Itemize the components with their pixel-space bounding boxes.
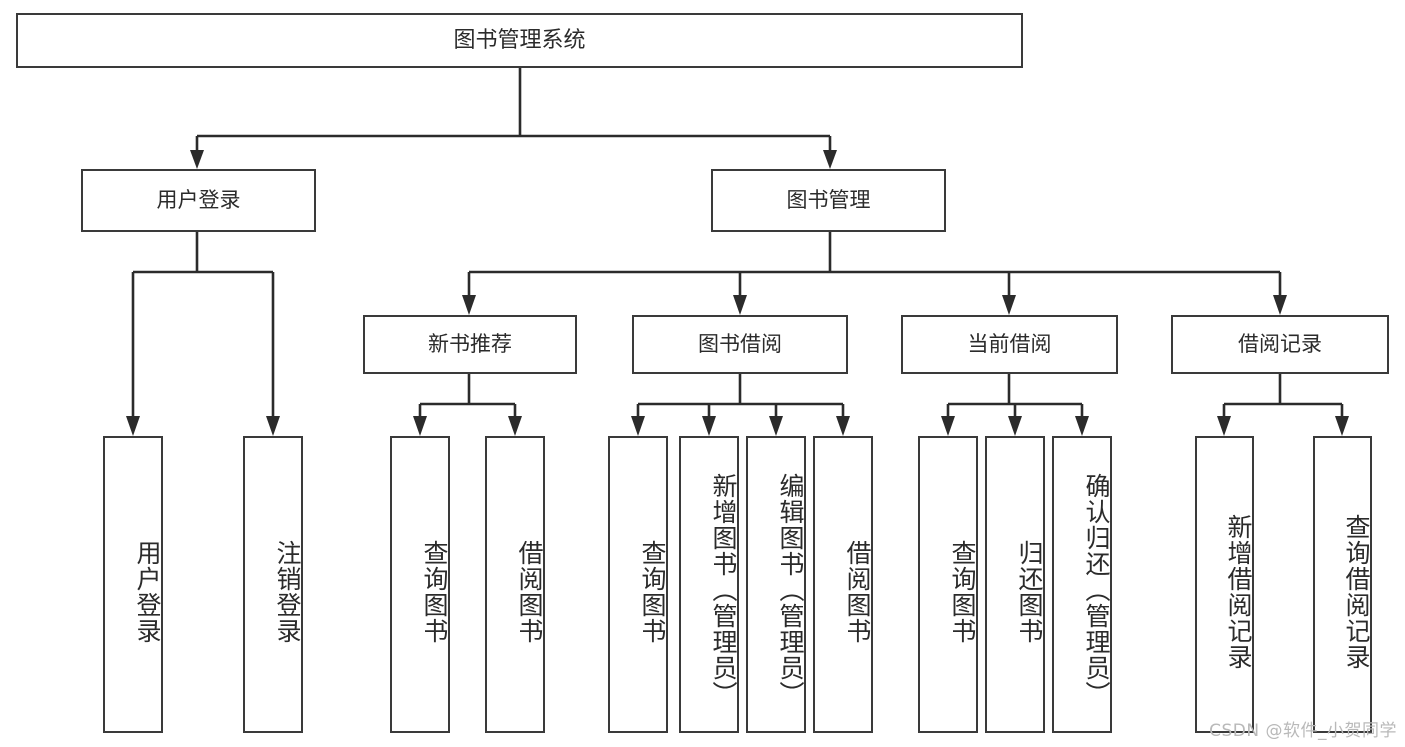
watermark: CSDN @软件_小贺同学 [1209,721,1397,741]
leaf-current-borrow-query-book[interactable]: 查询图书 [918,436,978,733]
node-current-borrow[interactable]: 当前借阅 [901,315,1118,374]
leaf-book-borrow-query-book[interactable]: 查询图书 [608,436,668,733]
leaf-user-login-login[interactable]: 用户登录 [103,436,163,733]
leaf-user-login-logout[interactable]: 注销登录 [243,436,303,733]
leaf-book-borrow-edit-book-admin[interactable]: 编辑图书（管理员） [746,436,806,733]
leaf-book-borrow-borrow-book[interactable]: 借阅图书 [813,436,873,733]
leaf-book-borrow-add-book-admin[interactable]: 新增图书（管理员） [679,436,739,733]
leaf-new-book-query-book[interactable]: 查询图书 [390,436,450,733]
leaf-new-book-borrow-book[interactable]: 借阅图书 [485,436,545,733]
leaf-borrow-record-add-record[interactable]: 新增借阅记录 [1195,436,1254,733]
node-new-book-recommend[interactable]: 新书推荐 [363,315,577,374]
node-book-borrow[interactable]: 图书借阅 [632,315,848,374]
node-root-library-system[interactable]: 图书管理系统 [16,13,1023,68]
leaf-borrow-record-query-record[interactable]: 查询借阅记录 [1313,436,1372,733]
leaf-current-borrow-confirm-return-admin[interactable]: 确认归还（管理员） [1052,436,1112,733]
node-book-management[interactable]: 图书管理 [711,169,946,232]
node-borrow-record[interactable]: 借阅记录 [1171,315,1389,374]
node-user-login[interactable]: 用户登录 [81,169,316,232]
leaf-current-borrow-return-book[interactable]: 归还图书 [985,436,1045,733]
